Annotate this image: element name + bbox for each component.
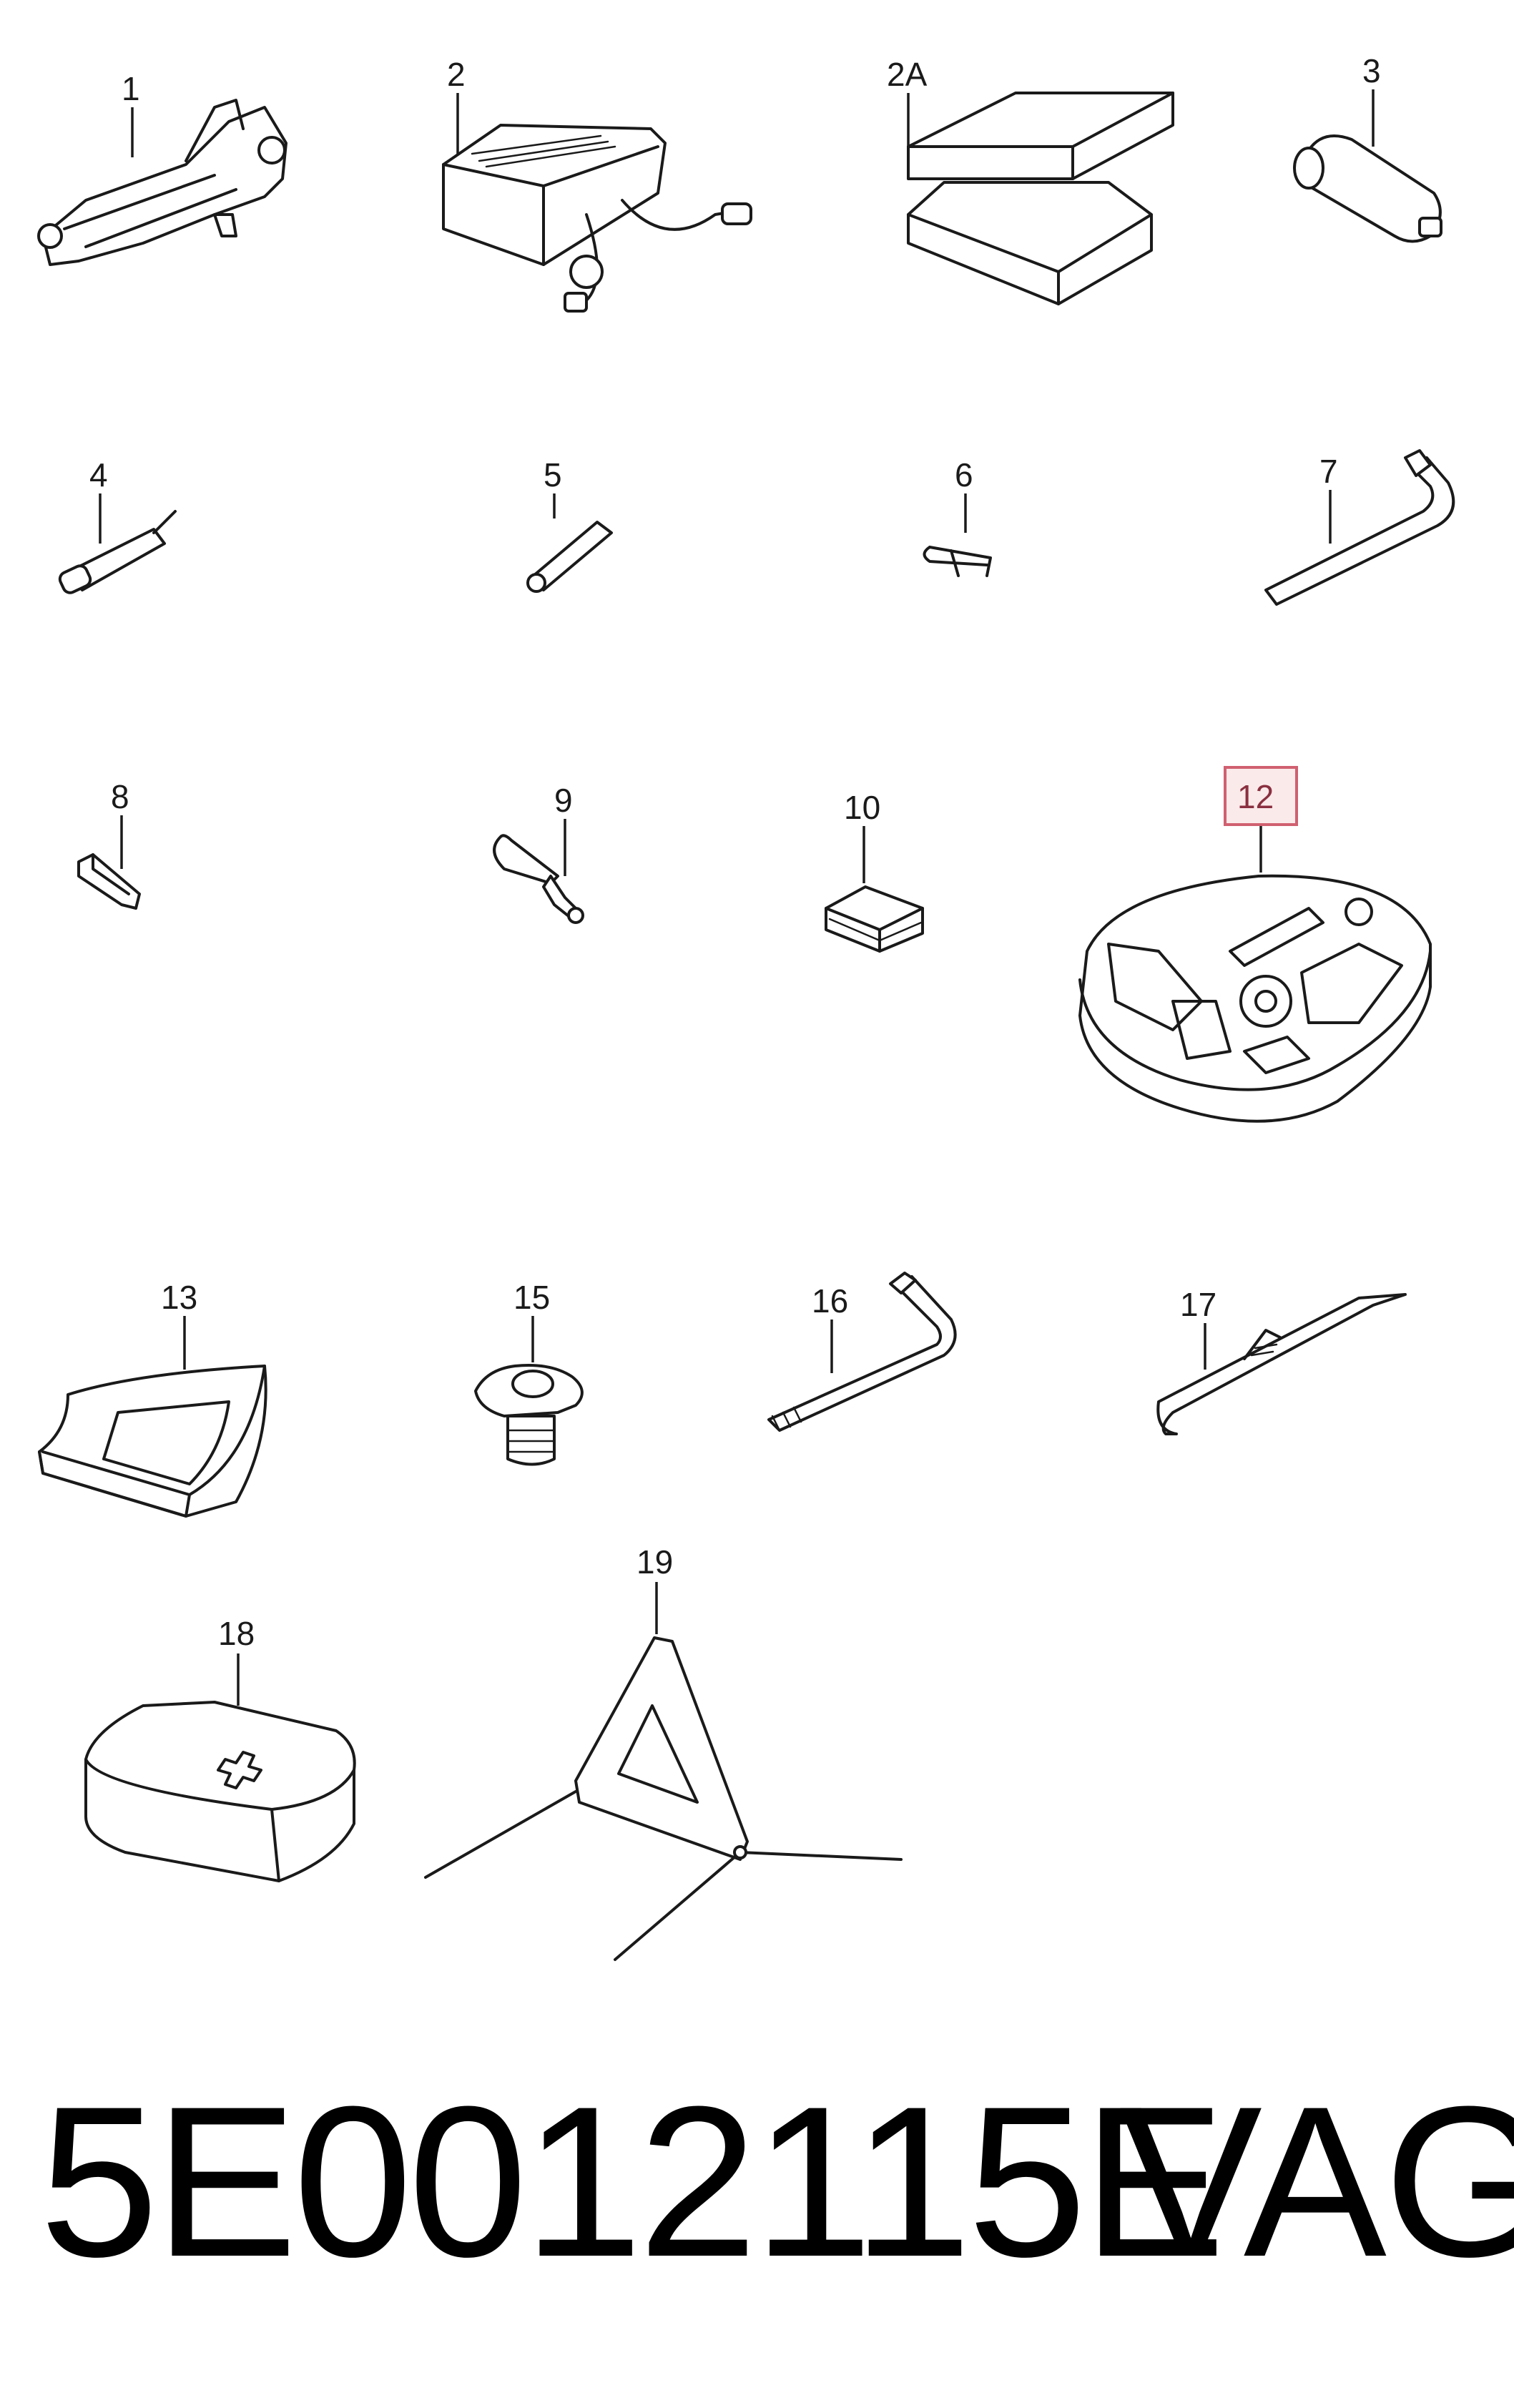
part-18-first-aid-kit[interactable]: 18 <box>84 1615 356 1882</box>
label-12: 12 <box>1237 778 1274 815</box>
label-1: 1 <box>122 70 140 107</box>
part-7-wrench[interactable]: 7 <box>1264 449 1455 606</box>
label-12-highlight-box <box>1224 766 1298 826</box>
part-12-tool-insert[interactable]: 12 <box>1078 766 1432 1123</box>
label-10: 10 <box>844 789 880 826</box>
part-2a-box[interactable]: 2A <box>887 56 1174 305</box>
label-3: 3 <box>1362 52 1381 89</box>
part-19-warning-triangle[interactable]: 19 <box>424 1543 903 1961</box>
label-18: 18 <box>218 1615 255 1652</box>
part-15-cap[interactable]: 15 <box>474 1279 584 1466</box>
label-17: 17 <box>1180 1286 1216 1323</box>
brand-caption: VAG <box>1119 2061 1514 2301</box>
label-7: 7 <box>1319 453 1338 490</box>
label-16: 16 <box>812 1282 848 1320</box>
label-19: 19 <box>636 1543 673 1581</box>
part-2-compressor[interactable]: 2 <box>442 56 752 313</box>
part-number-caption: 5E0012115E <box>39 2061 1226 2301</box>
part-10-pad[interactable]: 10 <box>825 789 924 953</box>
label-13: 13 <box>161 1279 197 1316</box>
part-9-towing-eye[interactable]: 9 <box>493 782 584 924</box>
label-2a: 2A <box>887 56 928 93</box>
part-5-pin[interactable]: 5 <box>526 456 613 593</box>
part-17-pry-tool[interactable]: 17 <box>1156 1286 1407 1435</box>
part-13-foam-wedge[interactable]: 13 <box>38 1279 267 1518</box>
part-4-screwdriver[interactable]: 4 <box>58 456 177 595</box>
label-4: 4 <box>89 456 108 493</box>
part-3-cylinder[interactable]: 3 <box>1293 52 1442 243</box>
label-9: 9 <box>554 782 573 819</box>
part-1-jack[interactable]: 1 <box>37 70 287 266</box>
label-8: 8 <box>111 778 129 815</box>
part-6-clip[interactable]: 6 <box>923 456 992 577</box>
label-2: 2 <box>447 56 466 93</box>
label-5: 5 <box>544 456 562 493</box>
label-6: 6 <box>955 456 973 493</box>
part-16-l-wrench[interactable]: 16 <box>767 1272 957 1432</box>
label-15: 15 <box>513 1279 550 1316</box>
part-8-bracket[interactable]: 8 <box>77 778 141 910</box>
